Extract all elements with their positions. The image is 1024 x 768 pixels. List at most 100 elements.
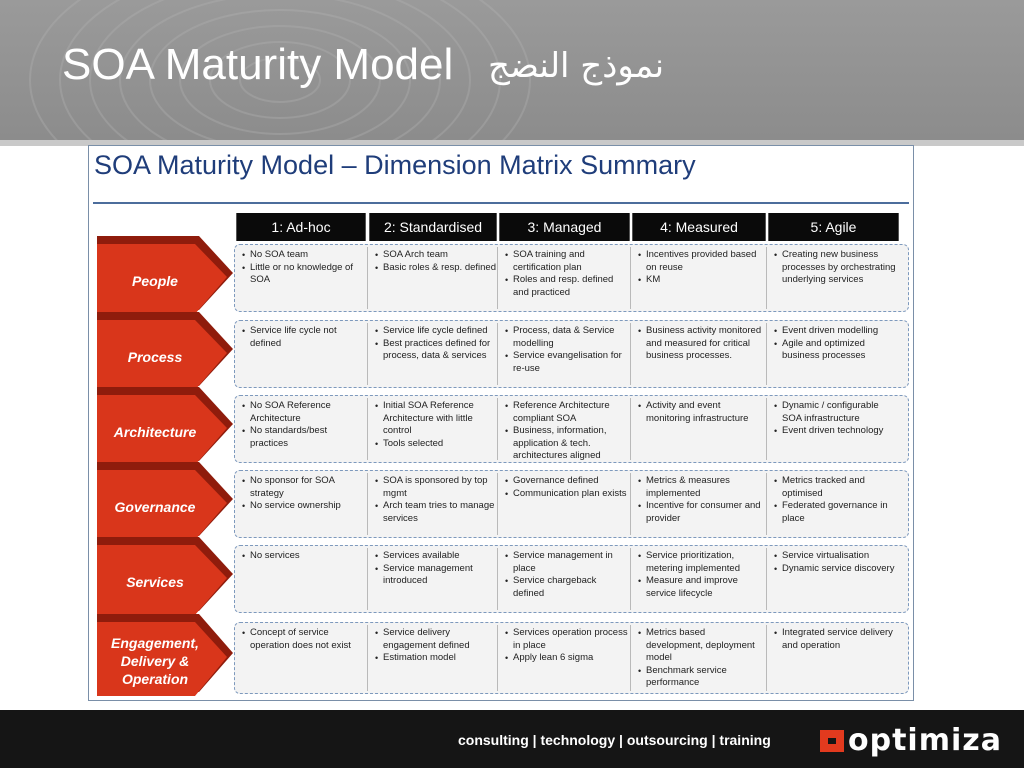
dimension-label-line: Engagement, <box>111 635 199 651</box>
cell-bullet: No SOA Reference Architecture <box>242 400 367 425</box>
column-divider <box>367 247 368 309</box>
column-divider <box>367 323 368 385</box>
column-divider <box>766 548 767 610</box>
dimension-label-line: Operation <box>121 671 189 687</box>
cell-bullet: Metrics based development, deployment mo… <box>638 627 763 665</box>
cell-bullet: KM <box>638 274 763 287</box>
matrix-cell: Activity and event monitoring infrastruc… <box>638 400 763 460</box>
matrix-cell: Service delivery engagement definedEstim… <box>375 627 500 691</box>
column-divider <box>630 473 631 535</box>
cell-bullet: Service virtualisation <box>774 550 899 563</box>
column-divider <box>630 625 631 691</box>
dimension-label-line: Delivery & <box>120 653 190 669</box>
matrix-cell: Process, data & Service modellingService… <box>505 325 630 385</box>
cell-bullet-list: Business activity monitored and measured… <box>638 325 763 363</box>
dimension-label: Services <box>99 573 211 591</box>
cell-bullet-list: SOA Arch teamBasic roles & resp. defined <box>375 249 500 274</box>
cell-bullet-list: No services <box>242 550 367 563</box>
cell-bullet-list: Dynamic / configurable SOA infrastructur… <box>774 400 899 438</box>
cell-bullet-list: Incentives provided based on reuseKM <box>638 249 763 287</box>
cell-bullet: Service management introduced <box>375 563 500 588</box>
cell-bullet-list: Metrics tracked and optimisedFederated g… <box>774 475 899 525</box>
cell-bullet-list: Creating new business processes by orche… <box>774 249 899 287</box>
cell-bullet: Little or no knowledge of SOA <box>242 262 367 287</box>
cell-bullet: SOA is sponsored by top mgmt <box>375 475 500 500</box>
cell-bullet-list: Governance definedCommunication plan exi… <box>505 475 630 500</box>
matrix-cell: SOA training and certification planRoles… <box>505 249 630 309</box>
arrow-face <box>97 244 227 314</box>
column-divider <box>367 473 368 535</box>
cell-bullet: Services operation process in place <box>505 627 630 652</box>
cell-bullet-list: Service virtualisationDynamic service di… <box>774 550 899 575</box>
cell-bullet: Communication plan exists <box>505 488 630 501</box>
dimension-arrow: Engagement, Delivery & Operation <box>95 612 235 698</box>
cell-bullet-list: SOA training and certification planRoles… <box>505 249 630 299</box>
cell-bullet: Reference Architecture compliant SOA <box>505 400 630 425</box>
dimension-label-line: Services <box>126 574 184 590</box>
cell-bullet: Business, information, application & tec… <box>505 425 630 460</box>
cell-bullet: Basic roles & resp. defined <box>375 262 500 275</box>
column-divider <box>367 625 368 691</box>
footer-tagline: consulting | technology | outsourcing | … <box>458 732 771 748</box>
matrix-cell: Metrics & measures implementedIncentive … <box>638 475 763 535</box>
cell-bullet-list: Activity and event monitoring infrastruc… <box>638 400 763 425</box>
arrow-face <box>97 470 227 540</box>
cell-bullet: Arch team tries to manage services <box>375 500 500 525</box>
matrix-cell: Services availableService management int… <box>375 550 500 610</box>
matrix-cell: Metrics tracked and optimisedFederated g… <box>774 475 899 535</box>
column-divider <box>766 323 767 385</box>
matrix-cell: Event driven modellingAgile and optimize… <box>774 325 899 385</box>
column-divider <box>630 398 631 460</box>
arrow-shape <box>97 462 233 540</box>
dimension-arrow: Services <box>95 535 235 617</box>
matrix-cell: Incentives provided based on reuseKM <box>638 249 763 309</box>
cell-bullet: Initial SOA Reference Architecture with … <box>375 400 500 438</box>
cell-bullet: Event driven technology <box>774 425 899 438</box>
arrow-face <box>97 622 227 696</box>
column-divider <box>367 398 368 460</box>
matrix-cell: Business activity monitored and measured… <box>638 325 763 385</box>
cell-bullet-list: Service life cycle not defined <box>242 325 367 350</box>
dimension-arrow: People <box>95 234 235 316</box>
arrow-shape <box>97 236 233 314</box>
cell-bullet-list: Services operation process in placeApply… <box>505 627 630 665</box>
cell-bullet: Governance defined <box>505 475 630 488</box>
cell-bullet-list: Concept of service operation does not ex… <box>242 627 367 652</box>
dimension-label: Architecture <box>99 423 211 441</box>
cell-bullet: Estimation model <box>375 652 500 665</box>
cell-bullet-list: Reference Architecture compliant SOABusi… <box>505 400 630 460</box>
cell-bullet: Business activity monitored and measured… <box>638 325 763 363</box>
optimiza-logo: optimiza <box>818 724 1001 758</box>
cell-bullet: Measure and improve service lifecycle <box>638 575 763 600</box>
cell-bullet: Apply lean 6 sigma <box>505 652 630 665</box>
cell-bullet: Service delivery engagement defined <box>375 627 500 652</box>
header-divider <box>0 140 1024 146</box>
panel-title-rule <box>93 202 909 204</box>
cell-bullet-list: No sponsor for SOA strategyNo service ow… <box>242 475 367 513</box>
dimension-label: People <box>99 272 211 290</box>
column-divider <box>766 473 767 535</box>
cell-bullet-list: Metrics based development, deployment mo… <box>638 627 763 690</box>
cell-bullet-list: Service delivery engagement definedEstim… <box>375 627 500 665</box>
level-header-1: 1: Ad-hoc <box>236 213 366 241</box>
cell-bullet: Dynamic service discovery <box>774 563 899 576</box>
slide-title: SOA Maturity Model <box>62 40 454 89</box>
cell-bullet: Service life cycle not defined <box>242 325 367 350</box>
cell-bullet-list: Services availableService management int… <box>375 550 500 588</box>
column-divider <box>630 247 631 309</box>
dimension-arrow: Architecture <box>95 385 235 467</box>
column-divider <box>766 398 767 460</box>
matrix-cell: SOA Arch teamBasic roles & resp. defined <box>375 249 500 309</box>
cell-bullet: Service life cycle defined <box>375 325 500 338</box>
matrix-cell: Service virtualisationDynamic service di… <box>774 550 899 610</box>
fingerprint-watermark <box>29 0 531 140</box>
cell-bullet: Service chargeback defined <box>505 575 630 600</box>
cell-bullet-list: No SOA Reference ArchitectureNo standard… <box>242 400 367 450</box>
matrix-cell: Service life cycle definedBest practices… <box>375 325 500 385</box>
cell-bullet-list: No SOA teamLittle or no knowledge of SOA <box>242 249 367 287</box>
matrix-cell: Reference Architecture compliant SOABusi… <box>505 400 630 460</box>
cell-bullet-list: SOA is sponsored by top mgmtArch team tr… <box>375 475 500 525</box>
cell-bullet: Activity and event monitoring infrastruc… <box>638 400 763 425</box>
matrix-cell: Initial SOA Reference Architecture with … <box>375 400 500 460</box>
